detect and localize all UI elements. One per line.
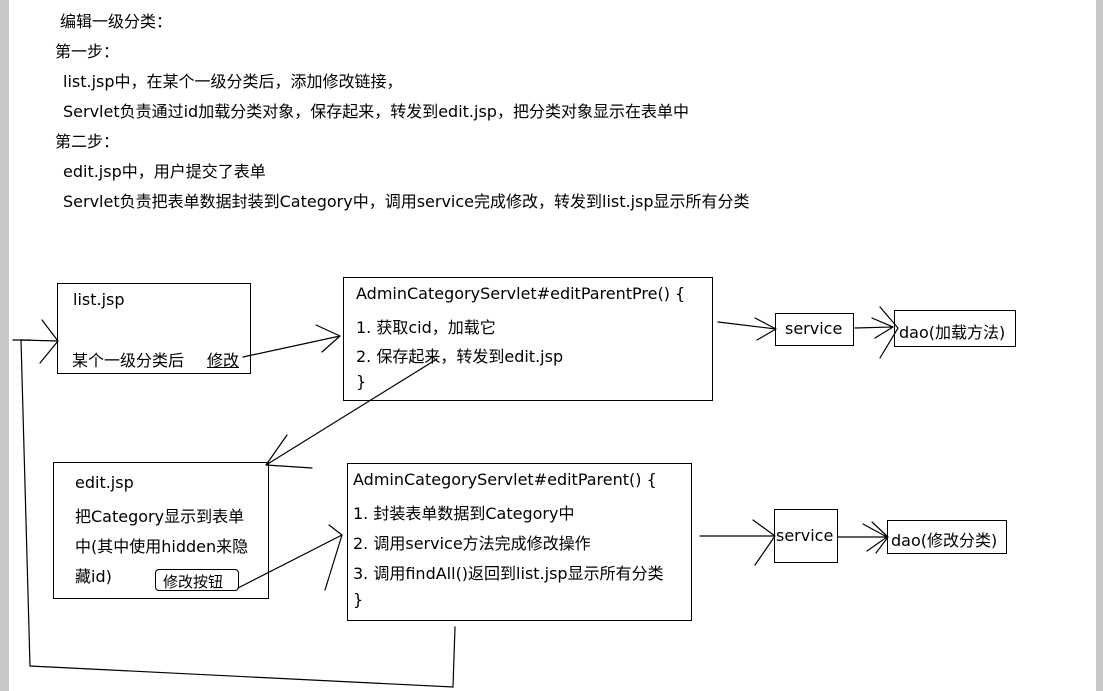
edit-jsp-line3: 藏id): [75, 567, 112, 586]
arrowhead-dao2: [871, 521, 889, 554]
dao-label-1: dao(加载方法): [899, 323, 1006, 342]
service-box-2: service: [774, 509, 838, 563]
edit-parent-pre-line4: }: [356, 372, 367, 391]
edit-parent-line2: 1. 封装表单数据到Category中: [353, 504, 575, 523]
edit-jsp-line2: 中(其中使用hidden来隐: [75, 537, 249, 556]
left-window-edge: [0, 0, 9, 691]
edit-parent-pre-line3: 2. 保存起来，转发到edit.jsp: [356, 347, 564, 366]
step2-label: 第二步：: [55, 132, 120, 151]
service-box-1: service: [775, 313, 854, 346]
edit-jsp-line1: 把Category显示到表单: [75, 507, 245, 526]
service-label-1: service: [785, 319, 843, 338]
step1-label: 第一步：: [55, 42, 120, 61]
dao-box-1: dao(加载方法): [894, 310, 1016, 347]
service-label-2: service: [776, 526, 834, 545]
step1-line1: list.jsp中，在某个一级分类后，添加修改链接，: [63, 72, 403, 91]
step2-line2: Servlet负责把表单数据封装到Category中，调用service完成修改…: [63, 192, 750, 211]
return-loop-arrowhead: [39, 319, 59, 364]
arrow-service2-to-dao2: [837, 523, 888, 552]
edit-parent-line3: 2. 调用service方法完成修改操作: [353, 534, 591, 553]
edit-parent-pre-box: AdminCategoryServlet#editParentPre() { 1…: [343, 277, 713, 401]
arrow-list-to-pre: [242, 324, 341, 358]
edit-jsp-box: edit.jsp 把Category显示到表单 中(其中使用hidden来隐 藏…: [53, 462, 269, 599]
edit-parent-line4: 3. 调用findAll()返回到list.jsp显示所有分类: [353, 564, 664, 583]
dao-label-2: dao(修改分类): [891, 531, 998, 550]
edit-submit-button[interactable]: 修改按钮: [155, 569, 239, 591]
edit-parent-line5: }: [353, 590, 364, 609]
edit-parent-line1: AdminCategoryServlet#editParent() {: [353, 470, 657, 489]
edit-submit-button-label: 修改按钮: [163, 573, 224, 591]
edit-parent-box: AdminCategoryServlet#editParent() { 1. 封…: [347, 463, 692, 621]
edit-parent-pre-line2: 1. 获取cid，加载它: [356, 318, 496, 337]
step1-line2: Servlet负责通过id加载分类对象，保存起来，转发到edit.jsp，把分类…: [63, 102, 689, 121]
list-jsp-title: list.jsp: [73, 290, 125, 309]
edit-jsp-title: edit.jsp: [75, 473, 134, 492]
edit-link[interactable]: 修改: [207, 351, 240, 370]
list-jsp-text: 某个一级分类后: [72, 351, 185, 370]
list-jsp-box: list.jsp 某个一级分类后 修改: [57, 283, 251, 374]
step2-line1: edit.jsp中，用户提交了表单: [63, 162, 266, 181]
notes-heading: 编辑一级分类：: [60, 12, 173, 31]
arrow-service1-to-dao1: [854, 317, 894, 339]
arrow-pre-to-service1: [717, 317, 777, 341]
dao-box-2: dao(修改分类): [887, 520, 1007, 554]
edit-parent-pre-line1: AdminCategoryServlet#editParentPre() {: [356, 284, 686, 303]
right-window-edge: [1096, 0, 1103, 691]
arrow-parent-to-service2: [699, 519, 776, 566]
